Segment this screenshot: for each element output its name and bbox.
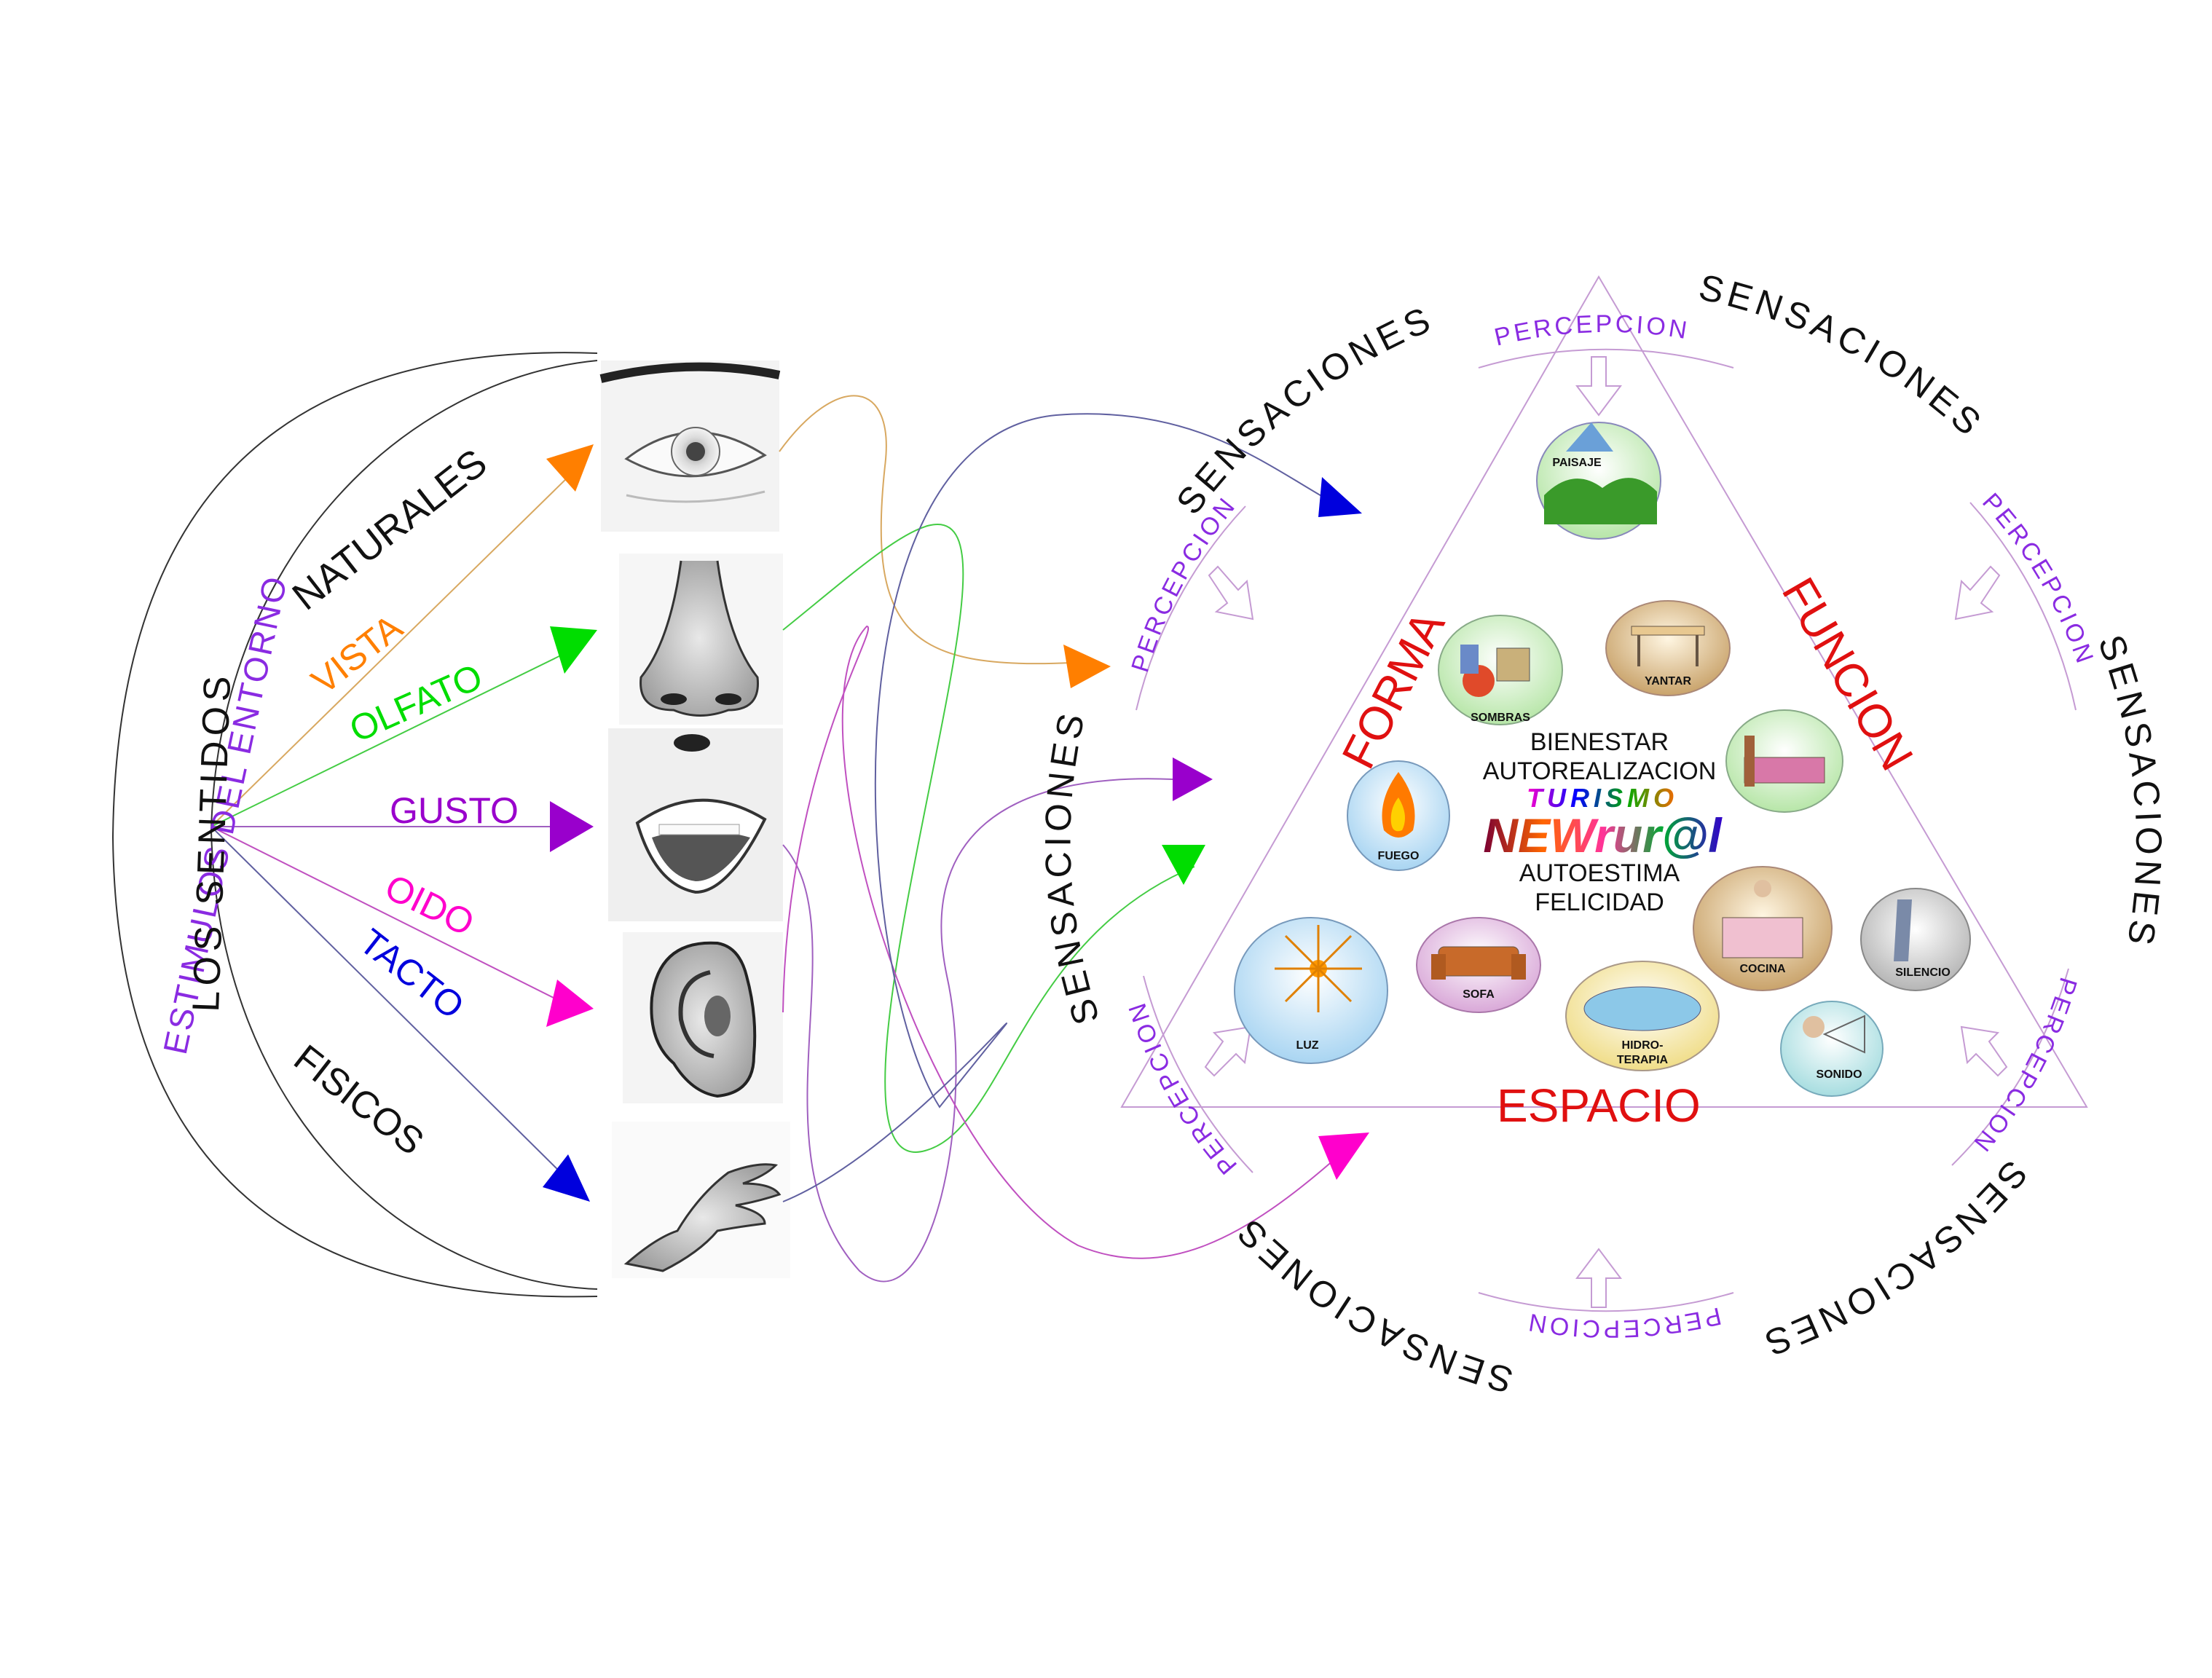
paisaje-caption: PAISAJE bbox=[1552, 457, 1602, 469]
newrural-logo-text: NEWrur@l bbox=[1483, 808, 1723, 862]
tacto-connector bbox=[782, 413, 1334, 1202]
yantar-caption: YANTAR bbox=[1645, 675, 1691, 688]
sofa-icon: SOFA bbox=[1416, 917, 1541, 1013]
sonido-icon: SONIDO bbox=[1780, 1001, 1884, 1097]
bed-icon bbox=[1725, 709, 1843, 813]
fisicos-label: FISICOS bbox=[286, 1037, 432, 1164]
los-sentidos-label: LOS SENTIDOS bbox=[185, 670, 239, 1012]
bienestar-text: BIENESTAR bbox=[1530, 728, 1669, 756]
gusto-label: GUSTO bbox=[390, 790, 519, 831]
connector-curves bbox=[779, 395, 1369, 1283]
hidro-caption: HIDRO- bbox=[1622, 1039, 1664, 1052]
nose-picture bbox=[619, 554, 783, 725]
sensaciones-label-top-left: SENSACIONES bbox=[1168, 298, 1440, 522]
paisaje-icon: PAISAJE bbox=[1536, 422, 1661, 540]
percepcion-arrow-tl bbox=[1208, 565, 1254, 621]
fuego-caption: FUEGO bbox=[1378, 850, 1420, 862]
vista-label: VISTA bbox=[304, 606, 410, 701]
tacto-arrowhead bbox=[543, 1154, 590, 1202]
naturales-label: NATURALES bbox=[284, 441, 495, 618]
oido-line bbox=[210, 826, 569, 1006]
terapia-caption: TERAPIA bbox=[1617, 1054, 1669, 1066]
percepcion-arrow-br bbox=[1960, 1025, 2008, 1077]
olfato-arrowhead bbox=[550, 626, 597, 674]
outer-arc-top bbox=[112, 352, 598, 838]
silencio-caption: SILENCIO bbox=[1895, 966, 1951, 979]
yantar-icon: YANTAR bbox=[1605, 600, 1731, 696]
ear-picture bbox=[623, 932, 783, 1103]
hidroterapia-icon: HIDRO- TERAPIA bbox=[1565, 961, 1720, 1071]
cocina-caption: COCINA bbox=[1739, 963, 1786, 975]
percepcion-arrow-bottom bbox=[1575, 1248, 1622, 1308]
luz-icon: LUZ bbox=[1234, 917, 1388, 1064]
connector-arrow-blue bbox=[1318, 477, 1362, 517]
eye-picture bbox=[599, 361, 781, 532]
connector-arrow-green bbox=[1162, 845, 1205, 885]
sensaciones-label-bottom: SENSACIONES bbox=[1227, 1209, 1517, 1401]
sensaciones-label-top-right: SENSACIONES bbox=[1696, 267, 1992, 446]
felicidad-text: FELICIDAD bbox=[1535, 889, 1664, 916]
percepcion-arrow-bl bbox=[1204, 1025, 1252, 1077]
silencio-icon: SILENCIO bbox=[1860, 888, 1971, 991]
left-section: ESTIMULOS DEL ENTORNO LOS SENTIDOS NATUR… bbox=[112, 352, 598, 1298]
percepcion-arrow-top bbox=[1575, 356, 1622, 417]
mouth-picture bbox=[608, 728, 783, 921]
espacio-label: ESPACIO bbox=[1497, 1079, 1701, 1132]
vista-arrowhead bbox=[546, 444, 594, 492]
percepcion-label-bottom-left: PERCEPCION bbox=[1122, 997, 1243, 1180]
sensaciones-label-right: SENSACIONES bbox=[2090, 629, 2169, 952]
oido-connector bbox=[782, 625, 1341, 1259]
sofa-caption: SOFA bbox=[1463, 988, 1495, 1001]
percepcion-label-top: PERCEPCION bbox=[1492, 310, 1691, 352]
sensaciones-label-bottom-right: SENSACIONES bbox=[1756, 1153, 2036, 1365]
olfato-connector bbox=[782, 524, 1195, 1153]
outer-arc-bottom bbox=[112, 837, 598, 1298]
sense-pictures bbox=[599, 361, 790, 1278]
connector-arrow-orange bbox=[1063, 645, 1111, 688]
icon-clouds: PAISAJE SOMBRAS YANTAR F bbox=[1234, 422, 1971, 1097]
luz-caption: LUZ bbox=[1296, 1039, 1318, 1052]
vista-line bbox=[210, 473, 572, 827]
sombras-caption: SOMBRAS bbox=[1471, 712, 1530, 724]
connector-arrow-magenta bbox=[1318, 1133, 1369, 1180]
forma-label: FORMA bbox=[1331, 602, 1455, 776]
oido-arrowhead bbox=[546, 980, 594, 1027]
gusto-arrowhead bbox=[550, 801, 594, 852]
percepcion-arrow-tr bbox=[1954, 565, 2001, 621]
turismo-logo-text: TURISMO bbox=[1527, 783, 1678, 813]
autorealizacion-text: AUTOREALIZACION bbox=[1483, 757, 1717, 785]
oido-label: OIDO bbox=[379, 867, 480, 944]
sonido-caption: SONIDO bbox=[1816, 1068, 1862, 1081]
olfato-line bbox=[210, 651, 569, 827]
connector-arrow-purple bbox=[1173, 757, 1213, 801]
tacto-line bbox=[210, 826, 569, 1181]
gusto-connector bbox=[782, 778, 1173, 1283]
inner-arc-bottom bbox=[210, 830, 598, 1290]
autoestima-text: AUTOESTIMA bbox=[1519, 859, 1680, 887]
sensaciones-label-left: SENSACIONES bbox=[1037, 706, 1107, 1029]
sombras-icon: SOMBRAS bbox=[1438, 615, 1563, 725]
inner-arc-top bbox=[210, 360, 598, 831]
vista-connector bbox=[779, 395, 1071, 665]
hand-picture bbox=[612, 1122, 790, 1278]
cocina-icon: COCINA bbox=[1693, 866, 1833, 991]
fuego-icon: FUEGO bbox=[1347, 760, 1450, 871]
